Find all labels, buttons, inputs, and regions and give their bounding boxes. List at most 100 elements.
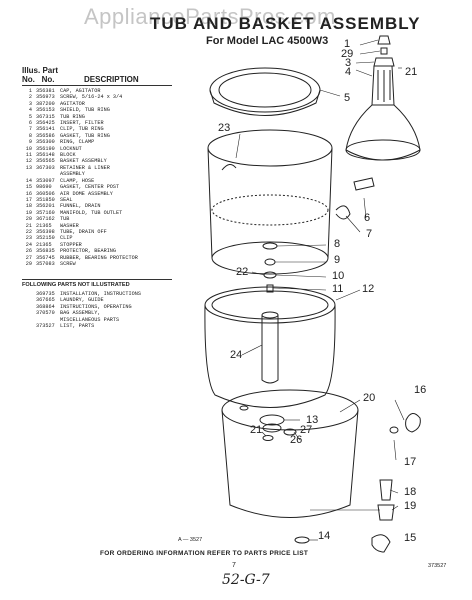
illus-number: 4 bbox=[28, 107, 32, 114]
drawing-code: A — 3527 bbox=[178, 537, 203, 543]
part-description: RETAINER & LINER bbox=[60, 164, 110, 171]
illus-number: 15 bbox=[25, 184, 32, 191]
part-number: 356190 bbox=[36, 145, 55, 152]
part-description: RING, CLAMP bbox=[60, 139, 95, 146]
watermark: AppliancePartsPros.com bbox=[84, 4, 336, 29]
parts-row: 10 356190 LOCKNUT bbox=[22, 146, 172, 152]
callout-14: 14 bbox=[318, 530, 331, 542]
illus-number: 17 bbox=[25, 196, 32, 203]
parts-row: 373527 LIST, PARTS bbox=[22, 323, 172, 329]
parts-row: 6 356425 INSERT, FILTER bbox=[22, 120, 172, 126]
callout-13: 13 bbox=[306, 414, 319, 426]
illus-number: 16 bbox=[25, 190, 32, 197]
side-code: 373527 bbox=[428, 563, 447, 569]
model-subtitle: For Model LAC 4500W3 bbox=[206, 35, 329, 47]
illus-number: 19 bbox=[25, 209, 32, 216]
parts-row: 4 356153 SHIELD, TUB RING bbox=[22, 107, 172, 113]
illus-number: 23 bbox=[25, 235, 32, 242]
illus-number: 10 bbox=[25, 145, 32, 152]
part-number: 356153 bbox=[36, 107, 55, 114]
callout-15: 15 bbox=[404, 532, 417, 544]
part-number: 356300 bbox=[36, 139, 55, 146]
part-description: GASKET, CENTER POST bbox=[60, 184, 120, 191]
part-number: 387200 bbox=[36, 100, 55, 107]
part-description: CAP, AGITATOR bbox=[60, 88, 101, 94]
part-description: SHIELD, TUB RING bbox=[60, 107, 110, 114]
illus-number: 3 bbox=[28, 100, 32, 107]
illus-number: 14 bbox=[25, 177, 32, 184]
part-number: 373527 bbox=[36, 323, 55, 330]
part-number: 356425 bbox=[36, 120, 55, 127]
part-number: 352150 bbox=[36, 235, 55, 242]
callout-19: 19 bbox=[404, 500, 417, 512]
part-number: 367665 bbox=[36, 297, 55, 304]
parts-row: 7 356141 CLIP, TUB RING bbox=[22, 126, 172, 132]
callout-8: 8 bbox=[334, 238, 341, 250]
part-description: RUBBER, BEARING PROTECTOR bbox=[60, 254, 138, 261]
part-number: 357083 bbox=[36, 260, 55, 267]
callout-23: 23 bbox=[218, 122, 231, 134]
callout-5: 5 bbox=[344, 92, 351, 104]
callout-1: 1 bbox=[344, 38, 351, 50]
part-number: 369735 bbox=[36, 291, 55, 297]
part-description: TUB RING bbox=[60, 113, 85, 120]
part-description: AIR DOME ASSEMBLY bbox=[60, 190, 113, 197]
outer-tub-upper bbox=[207, 129, 333, 275]
part-description: LAUNDRY, GUIDE bbox=[60, 297, 104, 304]
part-description: INSTRUCTIONS, OPERATING bbox=[60, 303, 132, 310]
part-number: 356141 bbox=[36, 126, 55, 133]
part-description: LOCKNUT bbox=[60, 145, 82, 152]
parts-row: 369735 INSTALLATION, INSTRUCTIONS bbox=[22, 291, 172, 297]
illus-number: 2 bbox=[28, 94, 32, 101]
illus-number: 7 bbox=[28, 126, 32, 133]
agitator bbox=[345, 35, 421, 161]
callout-21a: 21 bbox=[405, 66, 418, 78]
part-description: LIST, PARTS bbox=[60, 323, 95, 330]
leader-lines bbox=[235, 39, 405, 541]
callout-22: 22 bbox=[236, 266, 249, 278]
part-description: PROTECTOR, BEARING bbox=[60, 248, 117, 255]
part-number: 367303 bbox=[36, 164, 55, 171]
basket-assembly bbox=[204, 286, 336, 408]
illus-number: 29 bbox=[25, 260, 32, 267]
description-header: DESCRIPTION bbox=[84, 75, 139, 84]
illus-number: 27 bbox=[25, 254, 32, 261]
part-description: SEAL bbox=[60, 196, 73, 203]
part-description: MISCELLANEOUS PARTS bbox=[60, 316, 120, 323]
header-rule bbox=[22, 85, 172, 86]
callout-27: 27 bbox=[300, 424, 313, 436]
callout-7: 7 bbox=[366, 228, 373, 240]
part-description: INSTALLATION, INSTRUCTIONS bbox=[60, 291, 141, 297]
not-illustrated-list: 369735 INSTALLATION, INSTRUCTIONS 367665 LA… bbox=[22, 291, 172, 329]
callout-3: 3 bbox=[345, 57, 352, 69]
illus-number: 13 bbox=[25, 164, 32, 171]
part-description: CLIP, TUB RING bbox=[60, 126, 104, 133]
part-number: 21365 bbox=[36, 222, 52, 229]
part-number: 356565 bbox=[36, 158, 55, 165]
illus-number: 22 bbox=[25, 228, 32, 235]
illus-number: 21 bbox=[25, 222, 32, 229]
illus-number: 24 bbox=[25, 241, 32, 248]
part-description: BAG ASSEMBLY, bbox=[60, 310, 101, 317]
illus-number: 6 bbox=[28, 120, 32, 127]
callout-21b: 21 bbox=[250, 424, 263, 436]
part-description: INSERT, FILTER bbox=[60, 120, 104, 127]
callout-11: 11 bbox=[332, 283, 344, 295]
part-number: 353097 bbox=[36, 177, 55, 184]
